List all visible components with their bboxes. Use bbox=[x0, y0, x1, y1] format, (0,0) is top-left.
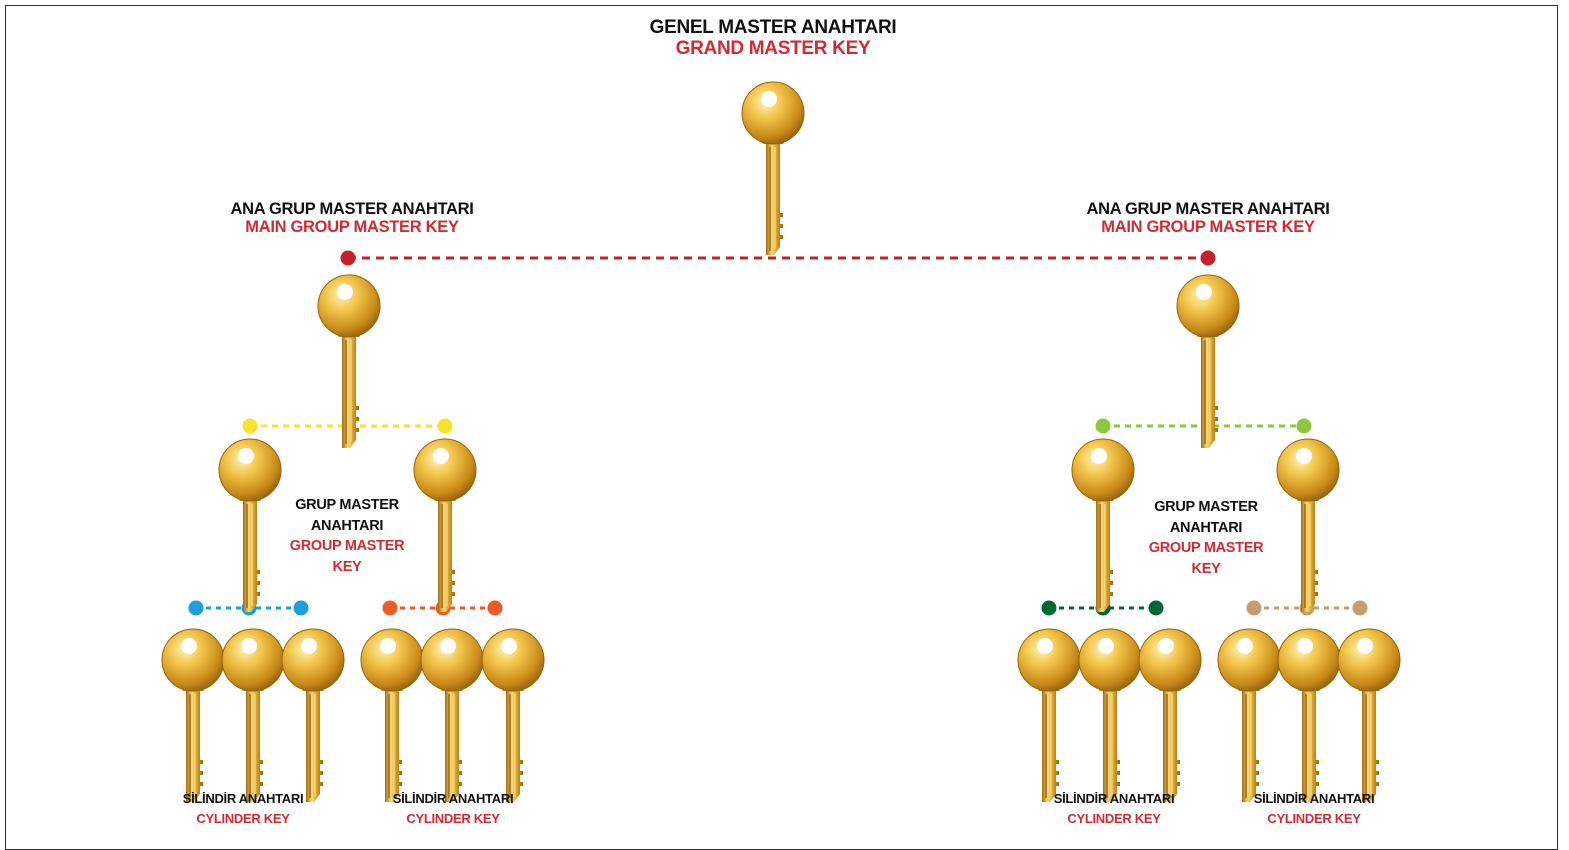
group-label-right: GRUP MASTER ANAHTARI GROUP MASTER KEY bbox=[1131, 497, 1281, 579]
cylinder-label-2-en: CYLINDER KEY bbox=[406, 810, 500, 826]
cylinder-label-3-en: CYLINDER KEY bbox=[1067, 810, 1161, 826]
cylinder-key-4a-icon bbox=[1217, 628, 1281, 803]
cylinder-label-4-tr: SİLİNDİR ANAHTARI bbox=[1253, 791, 1375, 806]
group-key-right-1-icon bbox=[1071, 438, 1135, 613]
cylinder-label-1: SİLİNDİR ANAHTARI CYLINDER KEY bbox=[168, 789, 318, 828]
cylinder-node-1c bbox=[293, 600, 309, 616]
cylinder-key-1c-icon bbox=[281, 628, 345, 803]
cylinder-label-4: SİLİNDİR ANAHTARI CYLINDER KEY bbox=[1239, 789, 1389, 828]
cylinder-key-4c-icon bbox=[1337, 628, 1401, 803]
group-right-node-2 bbox=[1296, 418, 1312, 434]
cylinder-label-2-tr: SİLİNDİR ANAHTARI bbox=[392, 791, 514, 806]
cylinder-node-3a bbox=[1041, 600, 1057, 616]
cylinder-key-1b-icon bbox=[221, 628, 285, 803]
main-group-label-left-en: MAIN GROUP MASTER KEY bbox=[245, 217, 459, 236]
group-label-left-tr-1: GRUP MASTER bbox=[295, 497, 399, 513]
cylinder-node-4a bbox=[1246, 600, 1262, 616]
cylinder-key-3a-icon bbox=[1017, 628, 1081, 803]
grand-master-key-icon bbox=[741, 81, 805, 256]
group-label-left-tr-2: ANAHTARI bbox=[310, 517, 384, 534]
group-key-right-2-icon bbox=[1276, 438, 1340, 613]
cylinder-label-4-en: CYLINDER KEY bbox=[1267, 810, 1361, 826]
group-label-left: GRUP MASTER ANAHTARI GROUP MASTER KEY bbox=[272, 495, 422, 577]
group-left-node-2 bbox=[437, 418, 453, 434]
grand-master-label: GENEL MASTER ANAHTARI GRAND MASTER KEY bbox=[573, 17, 973, 59]
group-label-left-en-1: GROUP MASTER bbox=[289, 538, 405, 555]
group-label-right-tr-2: ANAHTARI bbox=[1169, 519, 1243, 536]
main-group-label-right: ANA GRUP MASTER ANAHTARI MAIN GROUP MAST… bbox=[1048, 200, 1368, 237]
group-label-left-en-2: KEY bbox=[332, 558, 362, 575]
group-left-node-1 bbox=[242, 418, 258, 434]
main-group-label-left: ANA GRUP MASTER ANAHTARI MAIN GROUP MAST… bbox=[192, 200, 512, 237]
cylinder-key-3b-icon bbox=[1078, 628, 1142, 803]
cylinder-label-3-tr: SİLİNDİR ANAHTARI bbox=[1053, 791, 1175, 806]
cylinder-node-4c bbox=[1352, 600, 1368, 616]
cylinder-key-4b-icon bbox=[1277, 628, 1341, 803]
grand-master-label-en: GRAND MASTER KEY bbox=[675, 37, 871, 59]
main-group-key-right-icon bbox=[1176, 274, 1240, 449]
cylinder-label-1-tr: SİLİNDİR ANAHTARI bbox=[182, 791, 304, 806]
group-key-left-2-icon bbox=[413, 438, 477, 613]
cylinder-node-1a bbox=[188, 600, 204, 616]
main-group-node-right bbox=[1200, 250, 1216, 266]
cylinder-key-1a-icon bbox=[161, 628, 225, 803]
cylinder-key-2b-icon bbox=[420, 628, 484, 803]
cylinder-node-2c bbox=[487, 600, 503, 616]
main-group-label-right-tr: ANA GRUP MASTER ANAHTARI bbox=[1086, 200, 1330, 218]
cylinder-label-2: SİLİNDİR ANAHTARI CYLINDER KEY bbox=[378, 789, 528, 828]
cylinder-key-2c-icon bbox=[481, 628, 545, 803]
cylinder-label-1-en: CYLINDER KEY bbox=[196, 810, 290, 826]
main-group-label-left-tr: ANA GRUP MASTER ANAHTARI bbox=[230, 200, 474, 218]
grand-master-label-tr: GENEL MASTER ANAHTARI bbox=[649, 17, 897, 38]
main-group-label-right-en: MAIN GROUP MASTER KEY bbox=[1101, 217, 1315, 236]
group-label-right-en-1: GROUP MASTER bbox=[1148, 540, 1264, 557]
cylinder-node-2a bbox=[382, 600, 398, 616]
cylinder-key-2a-icon bbox=[360, 628, 424, 803]
cylinder-key-3c-icon bbox=[1138, 628, 1202, 803]
cylinder-label-3: SİLİNDİR ANAHTARI CYLINDER KEY bbox=[1039, 789, 1189, 828]
group-label-right-en-2: KEY bbox=[1191, 560, 1221, 577]
main-group-node-left bbox=[340, 250, 356, 266]
cylinder-node-3c bbox=[1148, 600, 1164, 616]
group-right-node-1 bbox=[1095, 418, 1111, 434]
group-label-right-tr-1: GRUP MASTER bbox=[1154, 499, 1258, 515]
main-group-key-left-icon bbox=[317, 274, 381, 449]
